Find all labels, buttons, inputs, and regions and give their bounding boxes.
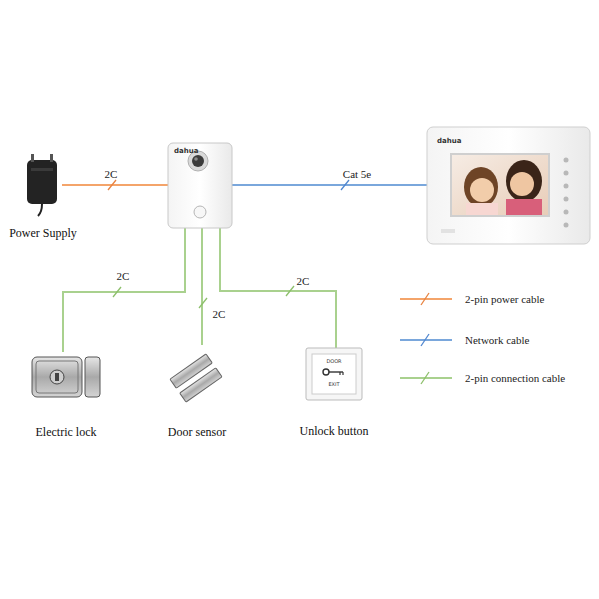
door-sensor-node: Door sensor bbox=[168, 345, 226, 409]
electric-lock-node: Electric lock bbox=[32, 352, 100, 400]
cable-spec: 2C bbox=[213, 308, 226, 320]
cable-connector bbox=[62, 184, 168, 186]
door-sensor-illustration bbox=[170, 354, 222, 402]
power-adapter-illustration bbox=[27, 154, 57, 216]
cable-connector bbox=[201, 228, 203, 345]
node-caption: Power Supply bbox=[9, 226, 77, 240]
cable-spec: 2C bbox=[297, 275, 310, 287]
monitor-illustration bbox=[427, 127, 590, 244]
exit-button-illustration bbox=[306, 348, 362, 400]
monitor-node: dahua bbox=[427, 127, 590, 244]
button-engraving: DOOR bbox=[326, 358, 341, 364]
door-station-node: dahua bbox=[168, 143, 232, 228]
node-caption: Unlock button bbox=[300, 424, 369, 438]
door-station-illustration bbox=[168, 143, 232, 228]
cable-connector bbox=[232, 184, 427, 186]
cable-slashes bbox=[108, 180, 349, 308]
electric-lock-illustration bbox=[32, 357, 100, 397]
node-caption: Electric lock bbox=[36, 425, 97, 439]
cable-spec: Cat 5e bbox=[343, 168, 371, 180]
cable-connector bbox=[63, 228, 185, 352]
button-engraving: EXIT bbox=[328, 381, 339, 387]
node-caption: Door sensor bbox=[168, 425, 226, 439]
connector-layer bbox=[62, 185, 427, 352]
cable-spec: 2C bbox=[105, 168, 118, 180]
legend-text: 2-pin connection cable bbox=[465, 372, 565, 384]
cable-connector bbox=[220, 228, 336, 348]
power-supply-node: Power Supply bbox=[24, 155, 62, 215]
unlock-button-node: Unlock button bbox=[306, 348, 362, 400]
cable-spec: 2C bbox=[117, 270, 130, 282]
brand-logo: dahua bbox=[437, 137, 461, 145]
legend-text: 2-pin power cable bbox=[465, 293, 544, 305]
legend-text: Network cable bbox=[465, 334, 529, 346]
brand-logo: dahua bbox=[174, 147, 198, 155]
legend-samples bbox=[400, 293, 452, 384]
